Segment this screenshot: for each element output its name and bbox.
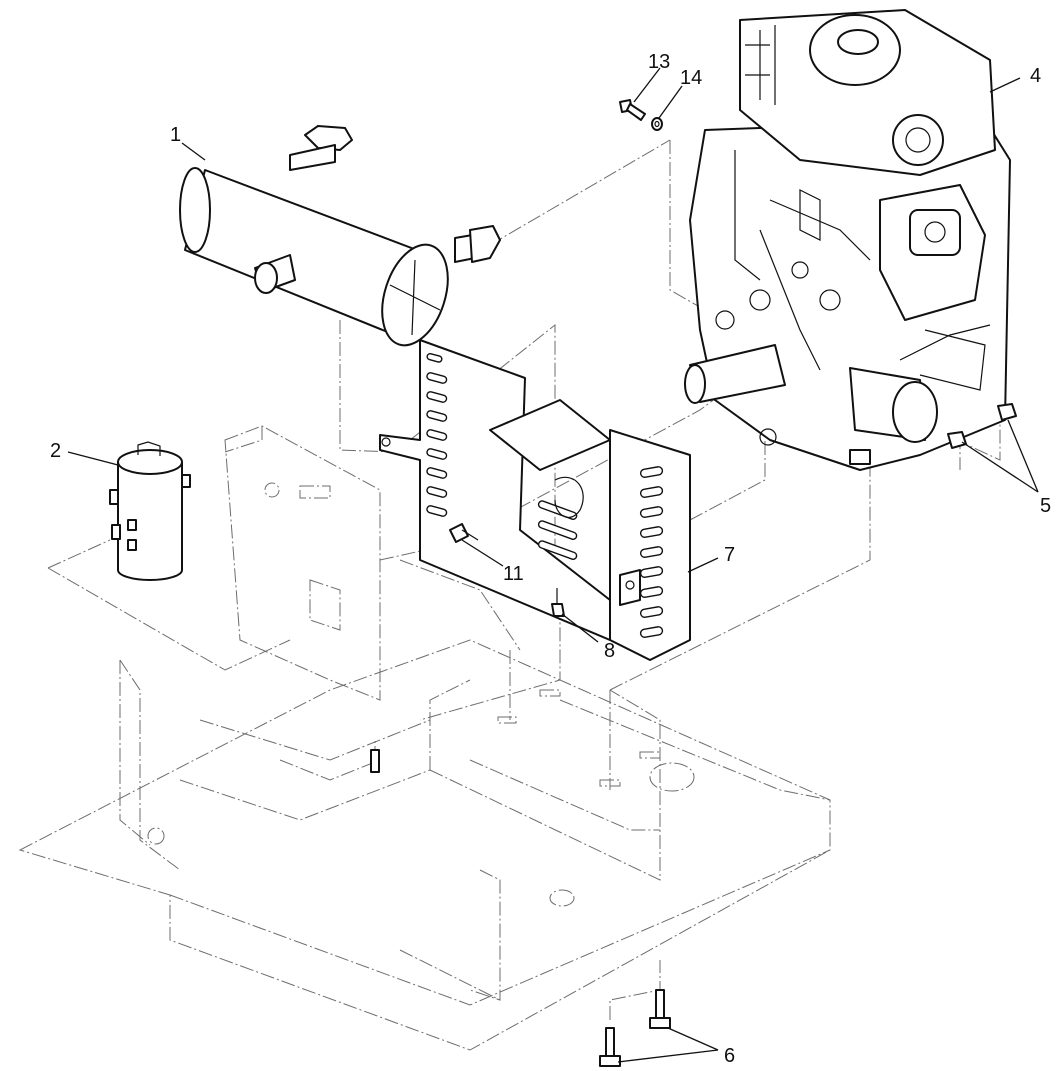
callout-1: 1 [170,124,181,146]
nut-5-lower [947,431,967,449]
bolt-6-left [599,1027,621,1067]
muffler-bracket [379,339,691,661]
callout-labels: 1 2 4 5 6 7 8 11 13 14 [50,51,1051,1067]
washer-14 [651,117,663,131]
leader-lines [67,67,1039,1063]
muffler [179,125,501,347]
callout-7: 7 [724,544,735,566]
canister [109,441,191,581]
bolt-13 [619,99,646,121]
bolt-11 [449,523,479,543]
callout-5: 5 [1040,495,1051,517]
engine [684,9,1011,471]
bracket-slots-left [426,352,448,517]
bracket-slots-right [639,466,664,638]
callout-2: 2 [50,440,61,462]
callout-8: 8 [604,640,615,662]
callout-6: 6 [724,1045,735,1067]
nut-5-upper [997,403,1017,421]
callout-14: 14 [680,67,702,89]
callout-11: 11 [503,563,524,585]
bolt-6-right [649,989,671,1029]
callout-13: 13 [648,51,670,73]
callout-4: 4 [1030,65,1041,87]
